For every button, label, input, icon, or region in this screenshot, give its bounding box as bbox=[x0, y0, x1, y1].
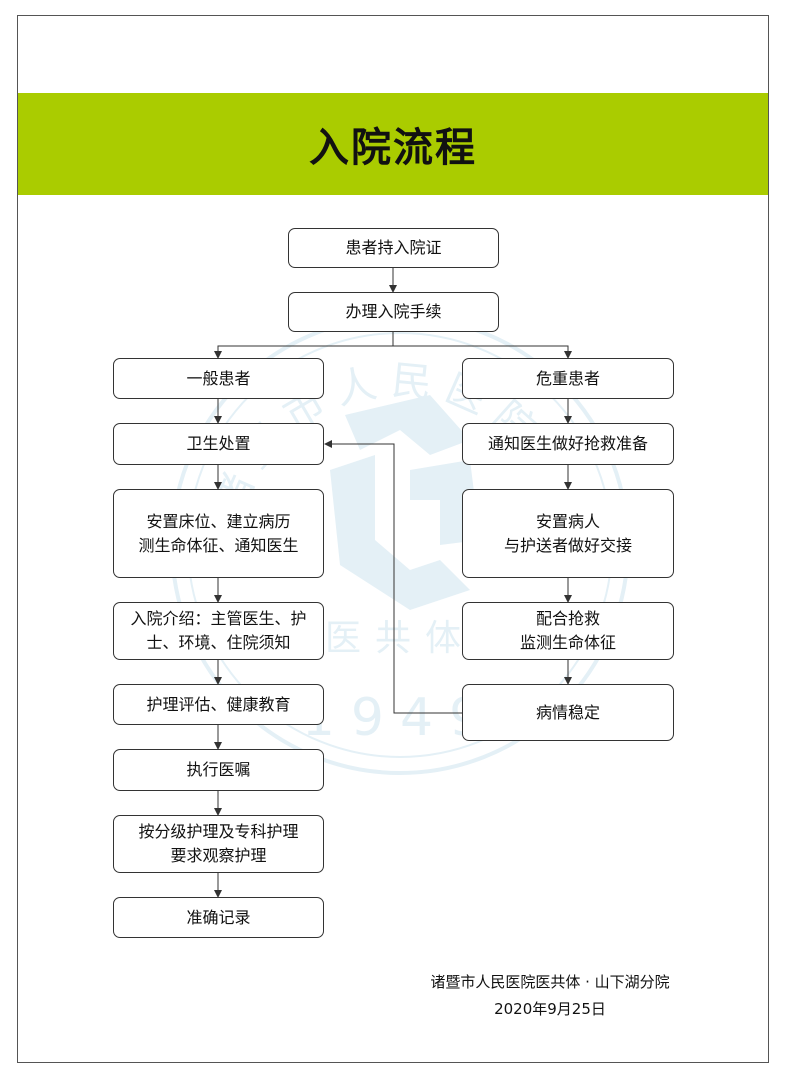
node-admission-intro: 入院介绍：主管医生、护 士、环境、住院须知 bbox=[113, 602, 324, 660]
node-orders: 执行医嘱 bbox=[113, 749, 324, 791]
footer-date: 2020年9月25日 bbox=[494, 1000, 606, 1018]
node-graded-care: 按分级护理及专科护理 要求观察护理 bbox=[113, 815, 324, 873]
node-settle-patient: 安置病人 与护送者做好交接 bbox=[462, 489, 674, 578]
connector-branch-general bbox=[214, 345, 393, 359]
node-admission: 办理入院手续 bbox=[288, 292, 499, 332]
node-critical-patient: 危重患者 bbox=[462, 358, 674, 399]
node-assessment: 护理评估、健康教育 bbox=[113, 684, 324, 725]
node-notify-doctor: 通知医生做好抢救准备 bbox=[462, 423, 674, 465]
node-stable: 病情稳定 bbox=[462, 684, 674, 741]
node-start: 患者持入院证 bbox=[288, 228, 499, 268]
footer-org: 诸暨市人民医院医共体 · 山下湖分院 bbox=[430, 973, 670, 991]
page-frame bbox=[17, 15, 769, 1063]
node-bed-arrangement: 安置床位、建立病历 测生命体征、通知医生 bbox=[113, 489, 324, 578]
seal-year: 1949 bbox=[302, 688, 498, 748]
seal-bottom-text: 医共体 bbox=[325, 618, 475, 659]
title-banner: 入院流程 bbox=[18, 93, 768, 195]
page-title: 入院流程 bbox=[309, 125, 477, 171]
connector-stable-hygiene bbox=[324, 440, 463, 714]
connector-branch-critical bbox=[393, 345, 572, 359]
node-record: 准确记录 bbox=[113, 897, 324, 938]
node-general-patient: 一般患者 bbox=[113, 358, 324, 399]
node-rescue: 配合抢救 监测生命体征 bbox=[462, 602, 674, 660]
node-hygiene: 卫生处置 bbox=[113, 423, 324, 465]
